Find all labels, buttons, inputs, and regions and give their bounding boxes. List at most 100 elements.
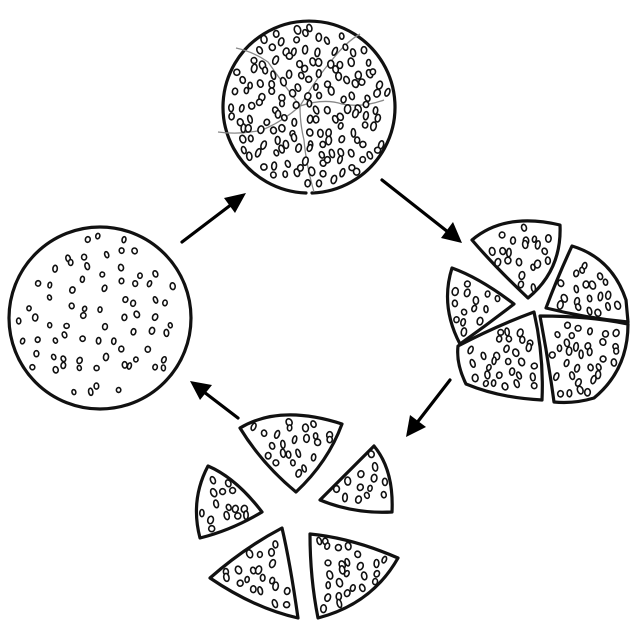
pore-oval [305, 180, 311, 187]
pore-oval [316, 180, 322, 187]
pore-oval [223, 573, 230, 582]
pore-oval [361, 572, 368, 581]
pore-oval [122, 236, 127, 243]
pore-oval [116, 387, 121, 392]
pore-oval [35, 337, 41, 343]
pore-oval [504, 328, 509, 336]
pore-oval [564, 339, 570, 347]
pore-oval [583, 281, 589, 288]
pore-oval [35, 280, 41, 287]
pore-oval [94, 383, 99, 389]
pore-oval [315, 58, 322, 66]
pore-oval [314, 438, 321, 446]
pore-oval [119, 278, 124, 284]
pore-oval [518, 271, 525, 280]
pore-oval [283, 601, 290, 608]
pore-oval [226, 504, 232, 511]
pore-oval [118, 346, 124, 352]
pore-oval [244, 511, 248, 519]
pore-oval [85, 236, 91, 243]
pore-oval [464, 280, 471, 287]
pore-oval [80, 276, 85, 282]
pore-oval [257, 551, 262, 557]
pore-oval [317, 129, 323, 137]
pore-oval [614, 348, 619, 354]
pore-oval [367, 485, 372, 492]
pore-oval [506, 335, 513, 342]
pore-oval [152, 364, 158, 370]
pore-oval [287, 425, 292, 431]
pore-oval [320, 141, 326, 147]
pore-oval [546, 235, 551, 242]
pore-oval [283, 171, 288, 178]
pore-oval [492, 357, 497, 365]
pore-oval [130, 300, 136, 307]
pore-oval [77, 365, 82, 371]
pore-oval [272, 582, 278, 591]
pore-oval [301, 65, 308, 73]
pore-oval [302, 424, 309, 432]
pore-oval [573, 342, 578, 351]
pore-oval [574, 285, 579, 293]
pore-oval [585, 389, 591, 396]
pore-oval [311, 454, 316, 462]
pore-oval [476, 317, 483, 326]
pore-oval [499, 232, 506, 239]
pore-oval [587, 295, 592, 302]
pore-oval [374, 147, 381, 153]
pore-oval [326, 582, 330, 589]
pore-oval [518, 281, 525, 289]
pore-oval [122, 296, 128, 303]
pore-oval [138, 273, 143, 278]
pore-oval [506, 248, 511, 257]
pore-oval [53, 366, 59, 373]
pore-oval [269, 43, 277, 51]
pore-oval [133, 357, 138, 362]
pore-oval [484, 371, 490, 379]
pore-oval [333, 485, 339, 492]
pore-oval [345, 542, 352, 550]
pore-oval [302, 45, 308, 54]
pore-oval [506, 358, 511, 364]
pore-oval [557, 390, 563, 397]
pore-oval [53, 265, 58, 272]
pore-oval [473, 297, 479, 305]
pore-oval [381, 491, 387, 498]
pore-oval [234, 512, 242, 520]
pore-oval [611, 359, 617, 367]
pore-oval [342, 44, 348, 51]
pore-oval [360, 141, 366, 147]
pore-oval [371, 474, 378, 482]
pore-oval [94, 366, 99, 371]
pore-oval [521, 224, 527, 232]
pore-oval [278, 124, 286, 132]
arrow-cracked-to-fragments [382, 180, 462, 243]
pore-oval [111, 338, 116, 345]
pore-oval [20, 338, 26, 345]
pore-oval [270, 171, 277, 178]
pore-oval [363, 111, 369, 120]
pore-oval [248, 102, 255, 110]
pore-oval [82, 306, 87, 312]
pore-oval [509, 368, 515, 376]
pore-oval [122, 314, 127, 321]
pore-oval [373, 107, 378, 115]
pore-oval [284, 587, 291, 595]
pore-oval [314, 48, 320, 57]
pore-oval [290, 460, 295, 467]
pore-oval [131, 328, 137, 335]
pore-oval [119, 248, 124, 254]
pore-oval [324, 106, 331, 114]
pore-oval [494, 258, 501, 267]
pore-oval [545, 257, 550, 264]
pore-oval [251, 586, 257, 593]
pore-oval [496, 371, 503, 378]
pore-oval [209, 526, 215, 532]
pore-oval [245, 125, 251, 133]
pore-oval [535, 240, 541, 249]
pore-oval [32, 314, 38, 322]
pore-oval [313, 83, 318, 90]
pore-oval [372, 462, 378, 471]
